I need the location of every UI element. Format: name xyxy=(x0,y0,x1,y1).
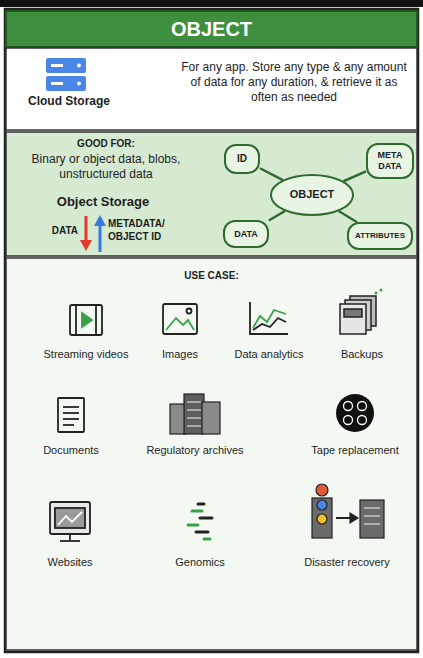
bubble-text: DATA xyxy=(234,229,258,240)
good-for-band xyxy=(6,132,417,256)
service-name: Cloud Storage xyxy=(14,94,124,109)
property-bubble: META DATA xyxy=(366,143,414,179)
use-case-label: Streaming videos xyxy=(44,348,129,360)
connector xyxy=(269,211,285,221)
use-case-label: Disaster recovery xyxy=(304,556,390,568)
connector-line xyxy=(269,211,285,221)
tape-icon xyxy=(336,394,374,432)
genomics-icon xyxy=(188,504,212,539)
property-bubble: ATTRIBUTES xyxy=(347,222,413,250)
use-case-label: Backups xyxy=(341,348,383,360)
image-icon xyxy=(163,304,197,334)
outer-frame xyxy=(5,9,418,652)
section-heading: USE CASE: xyxy=(6,270,417,283)
document-icon xyxy=(58,398,84,432)
bubble-text: META DATA xyxy=(374,150,406,172)
use-case-label: Images xyxy=(162,348,198,360)
property-bubble: ID xyxy=(224,144,260,174)
header-bar xyxy=(6,11,417,47)
cloud-storage-icon xyxy=(46,58,86,91)
connector xyxy=(344,171,366,181)
flow-label: METADATA/ OBJECT ID xyxy=(108,218,184,243)
use-case-label: Regulatory archives xyxy=(146,444,243,456)
use-case-label: Tape replacement xyxy=(311,444,398,456)
bubble-text: ATTRIBUTES xyxy=(355,231,405,241)
storage-panel: Cloud Storage For any app. Store any type… xyxy=(6,48,417,130)
archive-icon xyxy=(170,394,220,434)
backup-icon xyxy=(340,289,383,335)
service-description: For any app. Store any type & any amount… xyxy=(178,60,410,105)
top-strip xyxy=(0,0,423,7)
property-bubble: DATA xyxy=(223,220,269,249)
use-case-label: Documents xyxy=(43,444,99,456)
website-icon xyxy=(50,502,90,541)
data-flow-arrows xyxy=(80,215,106,252)
connector-line xyxy=(339,211,358,222)
use-case-label: Data analytics xyxy=(234,348,303,360)
flow-label: DATA xyxy=(16,225,78,238)
connector-line xyxy=(260,168,283,180)
bubble-text: OBJECT xyxy=(290,188,335,201)
title-text: OBJECT xyxy=(6,11,417,47)
connector xyxy=(339,211,358,222)
good-for-band: GOOD FOR:Binary or object data, blobs, u… xyxy=(6,132,417,256)
analytics-icon xyxy=(250,302,288,334)
object-bubble: OBJECT xyxy=(270,174,355,215)
connector-line xyxy=(344,171,366,181)
bubble-text: ID xyxy=(237,153,247,165)
connector xyxy=(260,168,283,180)
section-heading: GOOD FOR: xyxy=(16,138,196,151)
good-for-text: Binary or object data, blobs, unstructur… xyxy=(14,152,198,182)
use-case-label: Genomics xyxy=(175,556,225,568)
use-case-panel xyxy=(6,258,417,650)
use-case-label: Websites xyxy=(47,556,92,568)
storage-type: Object Storage xyxy=(28,194,178,210)
recovery-icon xyxy=(312,484,384,538)
storage-panel xyxy=(6,48,417,130)
video-icon xyxy=(70,305,102,335)
